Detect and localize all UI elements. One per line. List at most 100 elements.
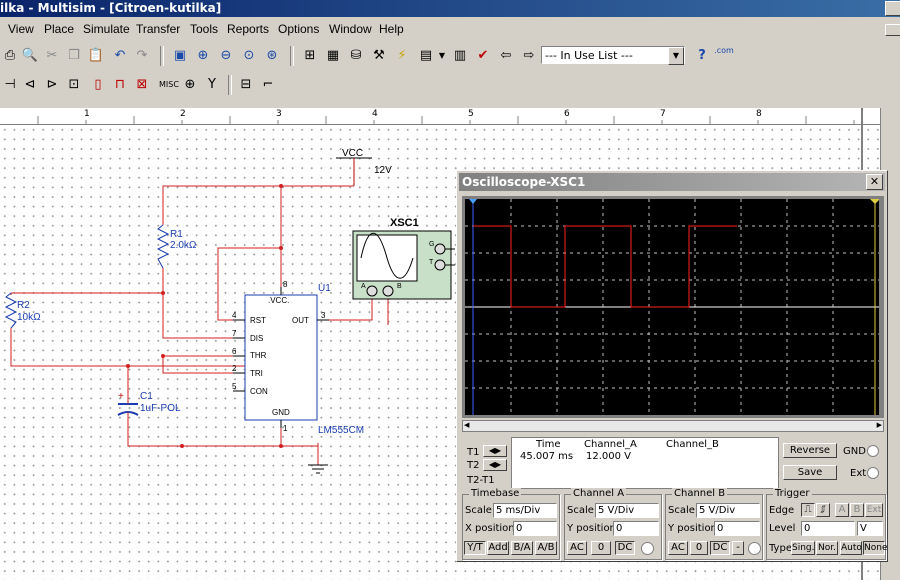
channel-a-ypos-field[interactable]: 0 [613, 521, 659, 536]
grapher-dropdown-icon[interactable]: ▼ [438, 51, 446, 60]
channel-a-zero-button[interactable]: 0 [591, 541, 611, 555]
save-button[interactable]: Save [783, 465, 837, 480]
in-use-list-select[interactable]: --- In Use List --- ▼ [541, 46, 685, 65]
menu-transfer[interactable]: Transfer [136, 22, 181, 36]
menu-options[interactable]: Options [278, 22, 320, 36]
menu-help[interactable]: Help [379, 22, 404, 36]
full-screen-icon[interactable]: ▣ [173, 48, 187, 63]
help-icon[interactable]: ? [698, 48, 706, 63]
oscilloscope-symbol[interactable]: XSC1 G T A B [352, 217, 455, 300]
menu-tools[interactable]: Tools [190, 22, 219, 36]
spreadsheet-icon[interactable]: ▦ [326, 48, 340, 63]
timebase-xpos-field[interactable]: 0 [513, 521, 557, 536]
scroll-right-icon[interactable]: ▶ [876, 421, 882, 429]
bus-icon[interactable]: ⊟ [240, 77, 252, 92]
cursor-t2-handle[interactable] [870, 199, 879, 204]
cursor-t1-handle[interactable] [469, 199, 477, 204]
menu-place[interactable]: Place [44, 22, 75, 36]
mode-add-button[interactable]: Add [487, 541, 509, 555]
trigger-auto-button[interactable]: Auto [840, 541, 862, 555]
falling-edge-icon[interactable]: ⎎ [816, 503, 830, 517]
channel-a-scale-field[interactable]: 5 V/Div [595, 503, 659, 518]
chevron-down-icon[interactable]: ▼ [668, 47, 684, 65]
scroll-left-icon[interactable]: ◀ [464, 421, 470, 429]
trigger-single-button[interactable]: Sing. [791, 541, 815, 555]
antenna-icon[interactable]: Y [208, 77, 216, 92]
erc-icon[interactable]: ✔ [477, 48, 489, 63]
mdi-minimize-button[interactable] [885, 24, 900, 36]
oscilloscope-window[interactable]: Oscilloscope-XSC1 ✕ ◀ ▶ [456, 170, 888, 562]
transistor-icon[interactable]: ⊲ [24, 77, 36, 92]
menu-window[interactable]: Window [329, 22, 372, 36]
zoom-fit-icon[interactable]: ⊛ [266, 48, 278, 63]
hierarchy-icon[interactable]: ⊞ [304, 48, 316, 63]
web-link-icon[interactable]: .com [714, 46, 734, 55]
channel-b-zero-button[interactable]: 0 [690, 541, 708, 555]
trigger-none-button[interactable]: None [863, 541, 888, 555]
zoom-area-icon[interactable]: ⊙ [243, 48, 255, 63]
component-wizard-icon[interactable]: ⚒ [373, 48, 385, 63]
paste-icon[interactable]: 📋 [87, 48, 105, 63]
vcc-source[interactable]: VCC 12V [336, 148, 392, 186]
trigger-level-unit[interactable]: V [857, 521, 883, 536]
rf-icon[interactable]: ⊕ [184, 77, 196, 92]
zoom-out-icon[interactable]: ⊖ [220, 48, 232, 63]
channel-b-dc-button[interactable]: DC [710, 541, 730, 555]
indicator-icon[interactable]: ⊠ [136, 77, 148, 92]
copy-icon[interactable]: ❐ [68, 48, 80, 63]
undo-icon[interactable]: ↶ [114, 48, 126, 63]
close-icon[interactable]: ✕ [866, 174, 883, 190]
wire-icon[interactable]: ⌐ [262, 77, 274, 92]
redo-icon[interactable]: ↷ [136, 48, 148, 63]
channel-b-scale-field[interactable]: 5 V/Div [696, 503, 760, 518]
t1-arrows-button[interactable]: ◀▶ [483, 445, 507, 457]
resistor-r2[interactable]: R2 10kΩ [4, 292, 41, 329]
back-annotate-icon[interactable]: ⇦ [500, 48, 512, 63]
cut-icon[interactable]: ✂ [46, 48, 58, 63]
ext-terminal[interactable] [867, 467, 879, 479]
menu-view[interactable]: View [8, 22, 34, 36]
minimize-button[interactable] [885, 1, 900, 16]
diode-icon[interactable]: ⊣ [4, 77, 16, 92]
trigger-source-ext-button[interactable]: Ext [865, 503, 883, 517]
trigger-source-b-button[interactable]: B [850, 503, 864, 517]
channel-b-ypos-field[interactable]: 0 [714, 521, 760, 536]
reverse-button[interactable]: Reverse [783, 443, 837, 458]
channel-a-dc-button[interactable]: DC [615, 541, 635, 555]
database-icon[interactable]: ⛁ [350, 48, 362, 63]
menu-simulate[interactable]: Simulate [83, 22, 130, 36]
simulate-icon[interactable]: ⚡ [397, 48, 407, 63]
channel-b-ac-button[interactable]: AC [668, 541, 688, 555]
mode-ab-button[interactable]: A/B [535, 541, 557, 555]
print-icon[interactable]: ⎙ [4, 48, 16, 63]
postprocessor-icon[interactable]: ▥ [453, 48, 467, 63]
analog-icon[interactable]: ⊳ [46, 77, 58, 92]
resistor-r1[interactable]: R1 2.0kΩ [156, 224, 197, 269]
oscilloscope-title-bar[interactable]: Oscilloscope-XSC1 ✕ [459, 173, 885, 191]
misc-icon[interactable]: MISC [159, 80, 179, 89]
print-preview-icon[interactable]: 🔍 [21, 48, 39, 63]
channel-a-terminal[interactable] [641, 542, 654, 555]
ic-u1-555[interactable]: U1 LM555CM .VCC. RST OUT DIS THR TRI CON… [232, 280, 364, 436]
rising-edge-icon[interactable]: ⎍ [801, 503, 815, 517]
capacitor-c1[interactable]: + C1 1uF-POL [117, 391, 181, 420]
channel-a-ac-button[interactable]: AC [567, 541, 587, 555]
menu-reports[interactable]: Reports [227, 22, 270, 36]
channel-b-minus-button[interactable]: - [732, 541, 744, 555]
trigger-level-field[interactable]: 0 [801, 521, 855, 536]
cmos-icon[interactable]: ▯ [94, 77, 102, 92]
timebase-scale-field[interactable]: 5 ms/Div [493, 503, 557, 518]
trigger-source-a-button[interactable]: A [835, 503, 849, 517]
gnd-terminal[interactable] [867, 445, 879, 457]
ttl-icon[interactable]: ⊡ [68, 77, 80, 92]
grapher-icon[interactable]: ▤ [419, 48, 433, 63]
forward-annotate-icon[interactable]: ⇨ [523, 48, 535, 63]
trigger-normal-button[interactable]: Nor. [816, 541, 838, 555]
channel-b-terminal[interactable] [748, 542, 761, 555]
t2-arrows-button[interactable]: ◀▶ [483, 459, 507, 471]
mixed-icon[interactable]: ⊓ [114, 77, 126, 92]
ground-symbol[interactable] [308, 464, 328, 474]
zoom-in-icon[interactable]: ⊕ [197, 48, 209, 63]
mode-yt-button[interactable]: Y/T [464, 541, 486, 555]
mode-ba-button[interactable]: B/A [511, 541, 533, 555]
